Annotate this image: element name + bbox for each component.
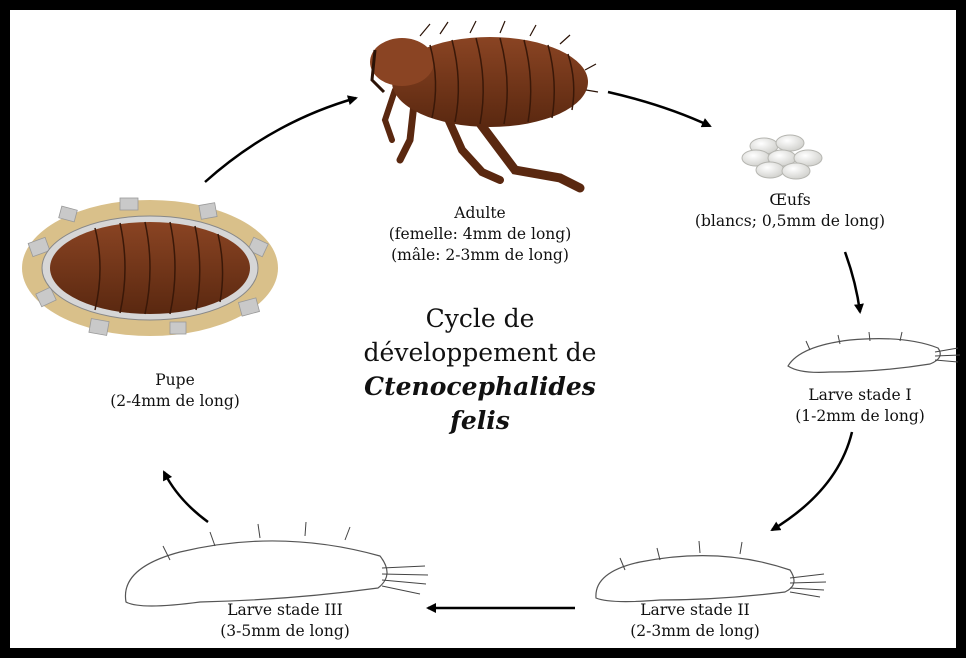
title-species: Ctenocephalides felis [330, 370, 630, 438]
pupa-label: Pupe (2-4mm de long) [95, 370, 255, 412]
arrow-larva3-to-pupa [164, 472, 208, 522]
pupa-name: Pupe [95, 370, 255, 391]
larva1-name: Larve stade I [770, 385, 950, 406]
eggs-name: Œufs [675, 190, 905, 211]
eggs-illustration [742, 135, 822, 179]
eggs-detail: (blancs; 0,5mm de long) [675, 211, 905, 232]
larva2-detail: (2-3mm de long) [610, 621, 780, 642]
pupa-illustration [22, 198, 278, 336]
larva-stage-3-illustration [125, 522, 428, 606]
arrow-larva1-to-larva2 [772, 432, 852, 530]
larva1-detail: (1-2mm de long) [770, 406, 950, 427]
arrow-adult-to-eggs [608, 92, 710, 126]
larva-stage-2-illustration [596, 541, 826, 602]
adult-detail-female: (femelle: 4mm de long) [360, 224, 600, 245]
larva-stage-1-illustration [788, 332, 960, 372]
arrow-pupa-to-adult [205, 98, 356, 182]
diagram-title: Cycle de développement de Ctenocephalide… [330, 302, 630, 438]
arrow-eggs-to-larva1 [845, 252, 860, 312]
larva3-label: Larve stade III (3-5mm de long) [195, 600, 375, 642]
title-line-1: Cycle de [330, 302, 630, 336]
eggs-label: Œufs (blancs; 0,5mm de long) [675, 190, 905, 232]
adult-name: Adulte [360, 203, 600, 224]
larva2-label: Larve stade II (2-3mm de long) [610, 600, 780, 642]
larva3-detail: (3-5mm de long) [195, 621, 375, 642]
larva3-name: Larve stade III [195, 600, 375, 621]
adult-flea-illustration [370, 21, 598, 188]
adult-detail-male: (mâle: 2-3mm de long) [360, 245, 600, 266]
larva1-label: Larve stade I (1-2mm de long) [770, 385, 950, 427]
title-line-2: développement de [330, 336, 630, 370]
larva2-name: Larve stade II [610, 600, 780, 621]
adult-label: Adulte (femelle: 4mm de long) (mâle: 2-3… [360, 203, 600, 266]
pupa-detail: (2-4mm de long) [95, 391, 255, 412]
